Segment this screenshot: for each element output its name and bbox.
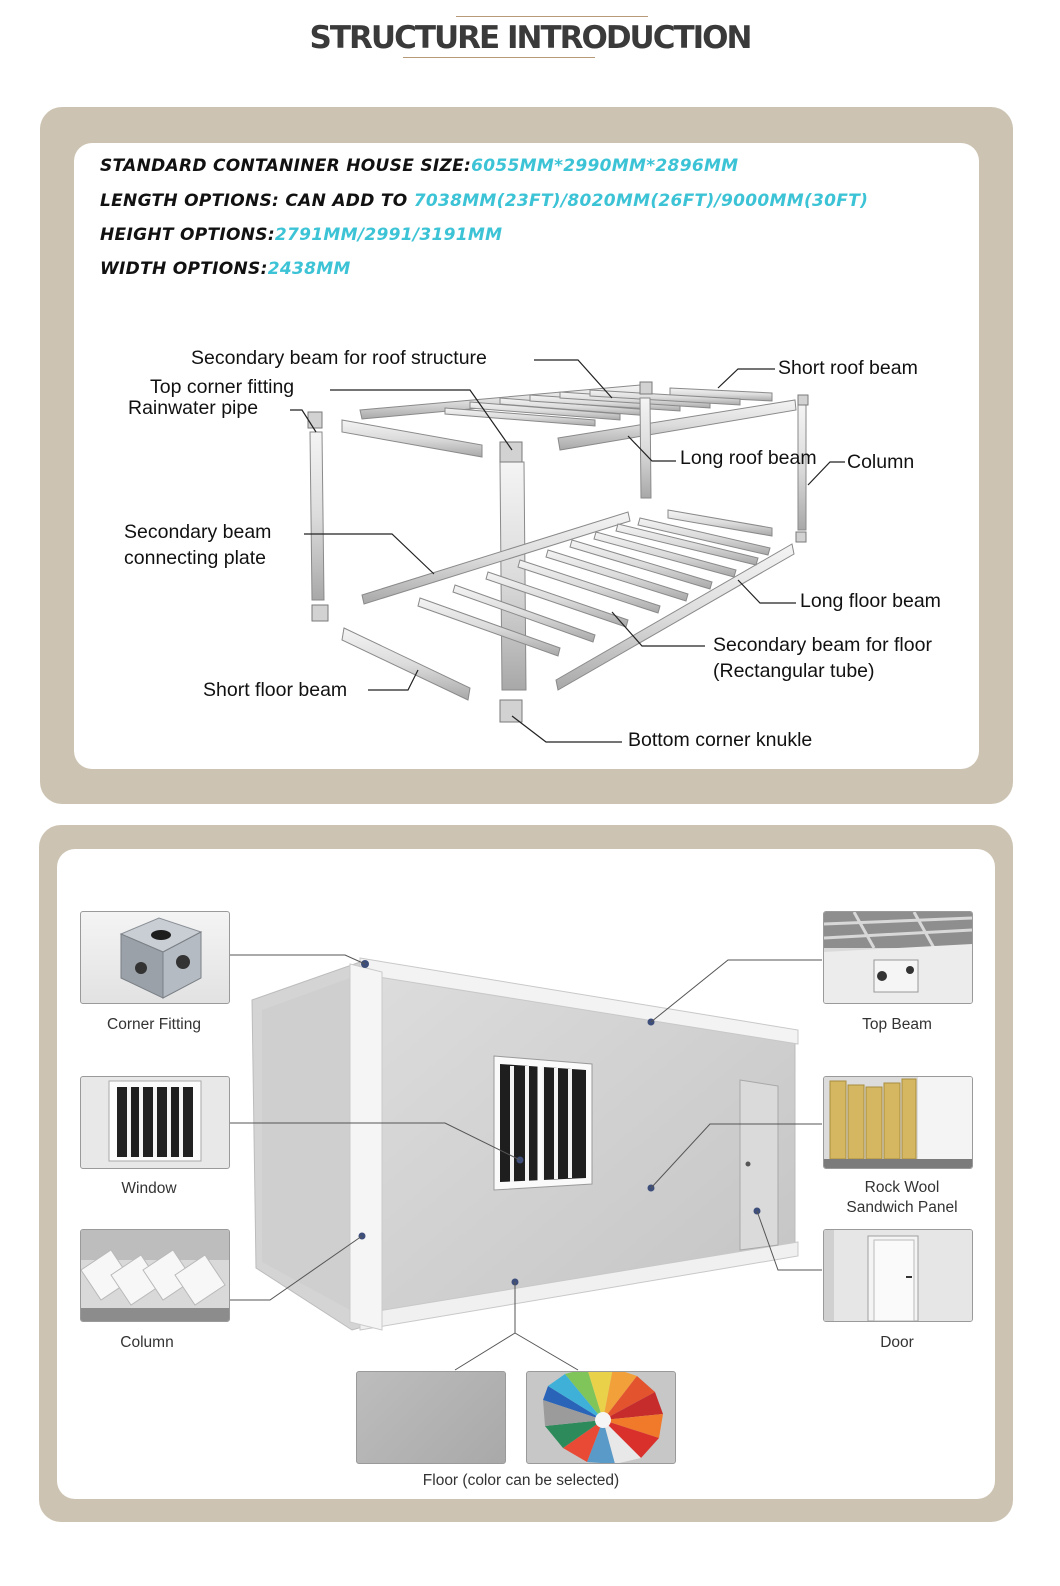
page-title: STRUCTURE INTRODUCTION (309, 20, 753, 56)
frame-structure-card (74, 143, 979, 769)
spec-width-options: WIDTH OPTIONS:2438MM (100, 259, 351, 279)
label-long-roof-beam: Long roof beam (680, 447, 817, 469)
title-block: STRUCTURE INTRODUCTION (0, 14, 1060, 64)
caption-column: Column (120, 1334, 174, 1351)
caption-window: Window (121, 1180, 177, 1197)
floor-color-swatches-image (526, 1371, 676, 1464)
spec-height-options: HEIGHT OPTIONS:2791MM/2991/3191MM (100, 225, 503, 245)
label-secondary-floor-beam-1: Secondary beam for floor (713, 634, 932, 656)
corner-fitting-image (80, 911, 230, 1004)
label-long-floor-beam: Long floor beam (800, 590, 941, 612)
spec-length-options: LENGTH OPTIONS: CAN ADD TO 7038MM(23FT)/… (100, 191, 869, 211)
label-connecting-plate-1: Secondary beam (124, 521, 272, 543)
caption-rock-wool-line2: Sandwich Panel (846, 1199, 958, 1216)
title-divider-bottom (403, 57, 595, 58)
rock-wool-panel-image (823, 1076, 973, 1169)
spec-standard-size: STANDARD CONTANINER HOUSE SIZE:6055MM*29… (100, 156, 739, 176)
label-short-floor-beam: Short floor beam (203, 679, 348, 701)
label-bottom-corner-knuckle: Bottom corner knukle (628, 729, 813, 751)
label-top-corner-fitting: Top corner fitting (150, 376, 295, 398)
label-rainwater-pipe: Rainwater pipe (128, 397, 259, 419)
caption-door: Door (880, 1334, 914, 1351)
label-column: Column (847, 451, 915, 473)
caption-top-beam: Top Beam (862, 1016, 932, 1033)
floor-grey-sample-image (356, 1371, 506, 1464)
label-secondary-floor-beam-2: (Rectangular tube) (713, 660, 875, 682)
caption-rock-wool-line1: Rock Wool (864, 1179, 940, 1196)
column-image (80, 1229, 230, 1322)
caption-floor: Floor (color can be selected) (422, 1472, 620, 1489)
label-secondary-roof-beam: Secondary beam for roof structure (191, 347, 487, 369)
window-image (80, 1076, 230, 1169)
title-divider-top (456, 16, 648, 17)
label-connecting-plate-2: connecting plate (124, 547, 267, 569)
label-short-roof-beam: Short roof beam (778, 357, 918, 379)
door-image (823, 1229, 973, 1322)
top-beam-image (823, 911, 973, 1004)
container-house-illustration (251, 957, 799, 1331)
exploded-frame-drawing (290, 359, 845, 743)
caption-corner-fitting: Corner Fitting (107, 1016, 201, 1033)
